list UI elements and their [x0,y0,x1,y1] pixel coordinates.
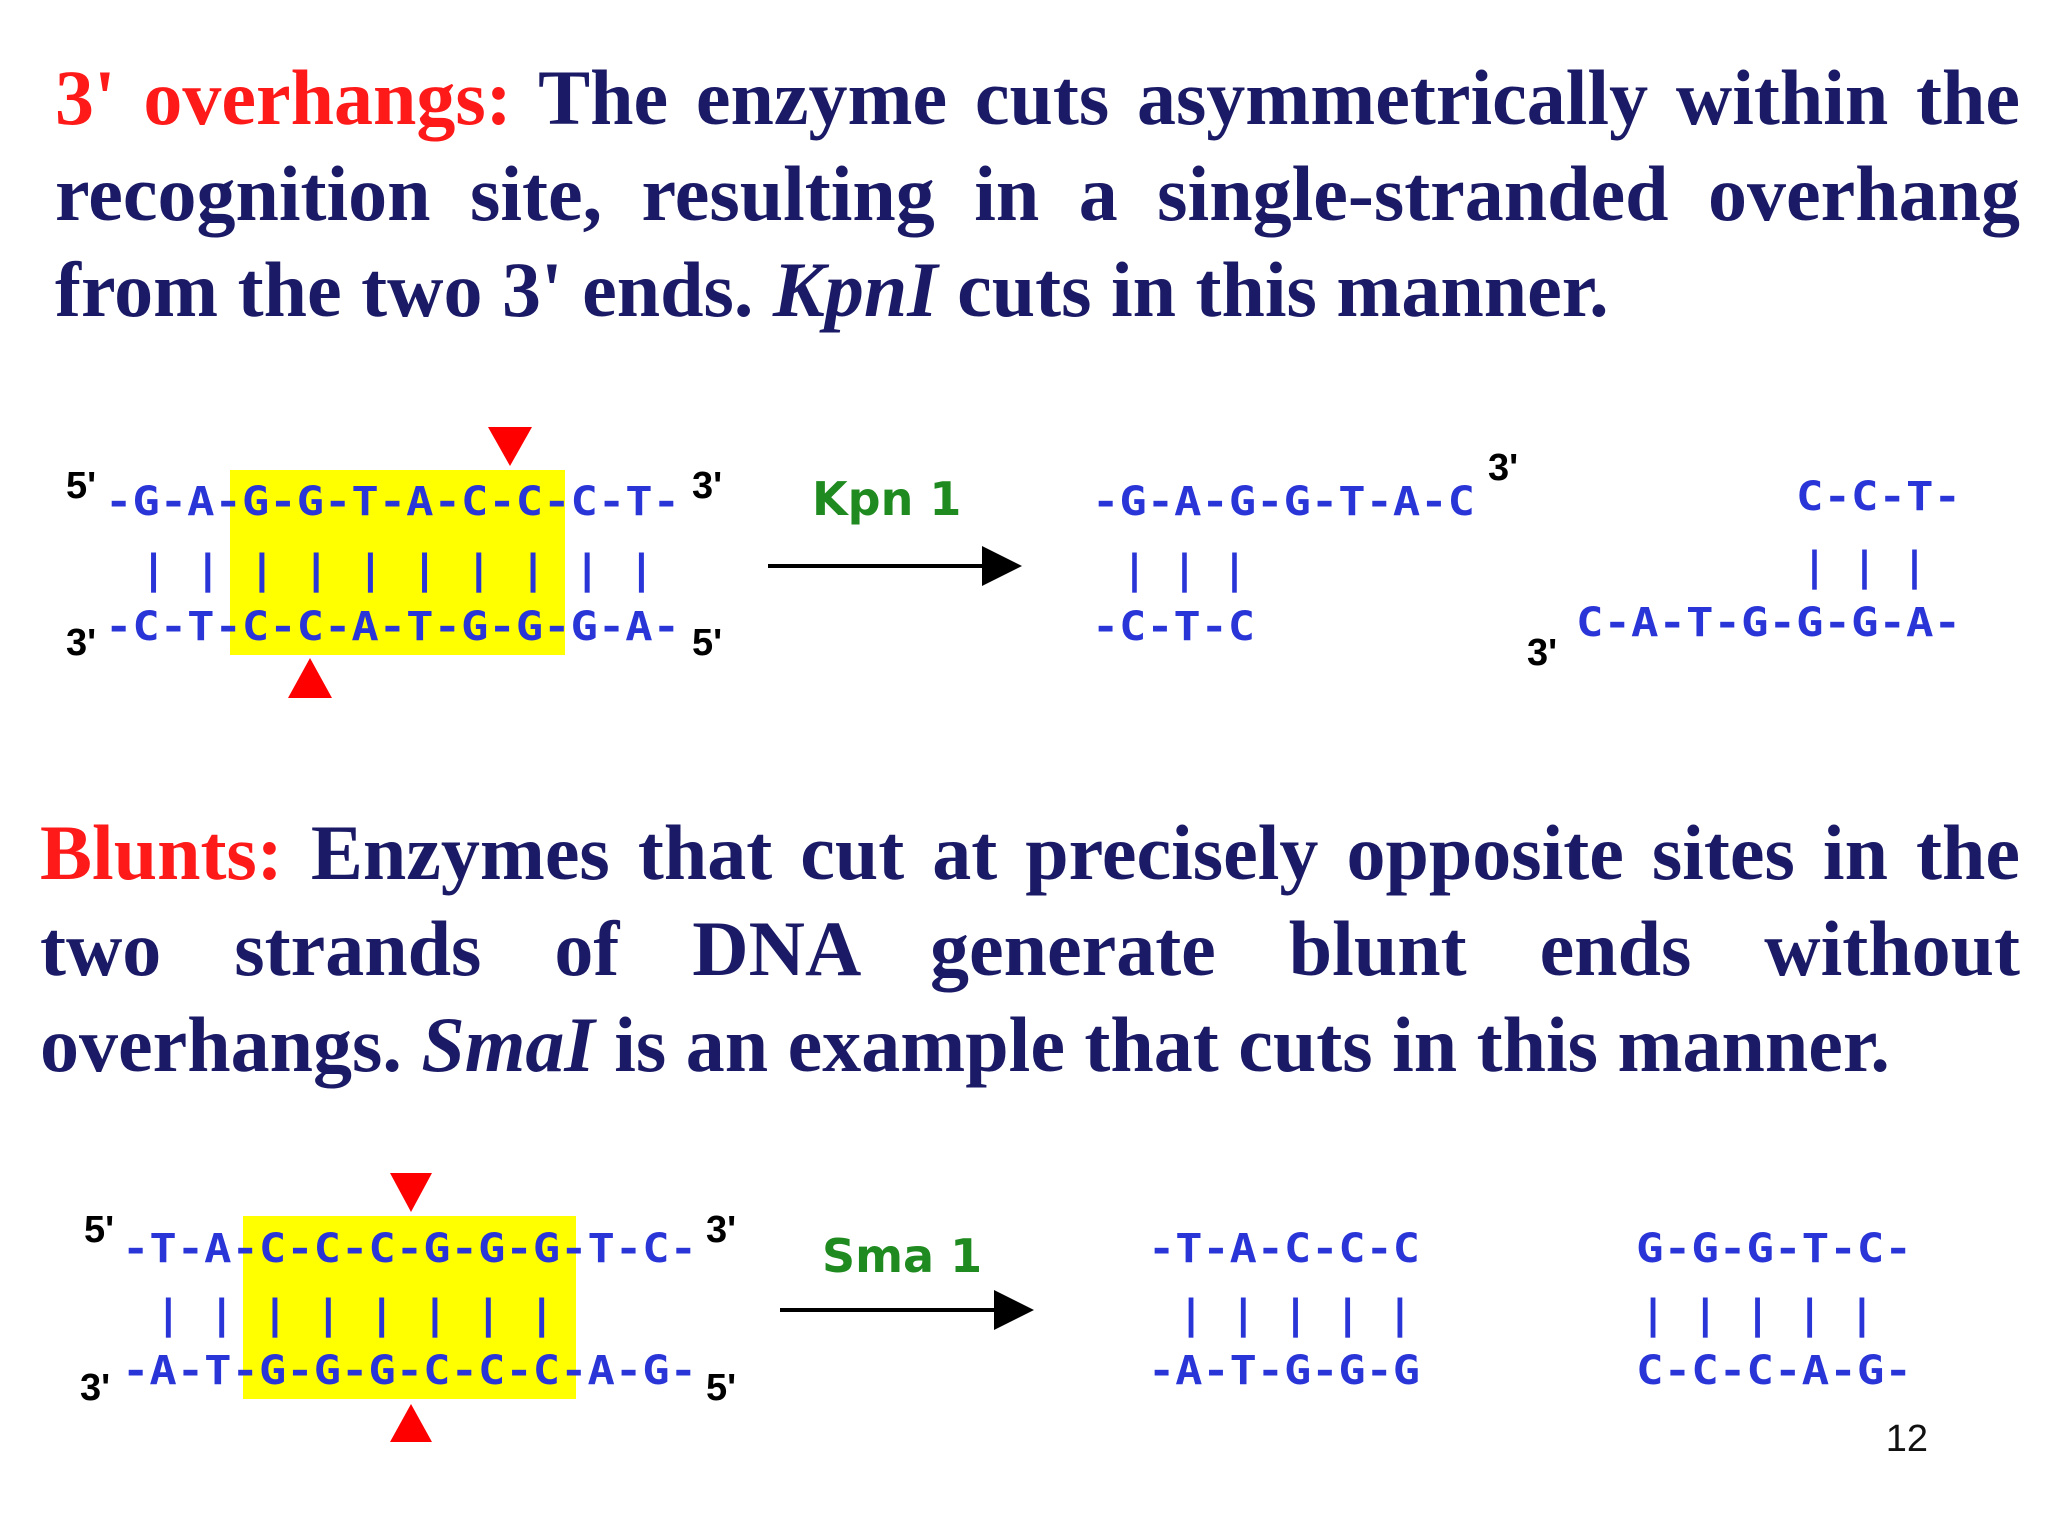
sma-right-fragment-pairs: | | | | | [1640,1292,1875,1339]
kpn-right-fragment-3-label: 3' [1527,632,1557,674]
kpn-bottom-3-label: 3' [66,622,96,664]
kpn-recognition-highlight [230,470,565,655]
kpn-enzyme-name: KpnI [772,246,938,333]
kpn-left-fragment-bottom: -C-T-C [1092,604,1255,650]
kpn-bottom-cut-marker [288,658,332,698]
sma-top-strand: -T-A-C-C-C-G-G-G-T-C- [122,1226,697,1272]
sma-left-fragment-pairs: | | | | | [1178,1292,1413,1339]
kpn-base-pairs: | | | | | | | | | | [140,547,655,594]
sma-bottom-5-label: 5' [706,1367,736,1409]
kpn-top-5-label: 5' [66,465,96,507]
kpn-left-fragment-top: -G-A-G-G-T-A-C [1092,479,1475,525]
sma-right-fragment-bottom: C-C-C-A-G- [1636,1348,1912,1394]
sma-text-after: is an example that cuts in this manner. [594,1001,1890,1088]
sma-left-fragment-top: -T-A-C-C-C [1148,1226,1420,1272]
sma-base-pairs: | | | | | | | | [155,1292,555,1339]
sma-heading: Blunts: [40,809,283,896]
kpn-enzyme-label: Kpn 1 [812,472,961,526]
kpn-left-fragment-3-label: 3' [1488,447,1518,489]
sma-bottom-strand: -A-T-G-G-G-C-C-C-A-G- [122,1348,697,1394]
kpn-diagram: 5' -G-A-G-G-T-A-C-C-C-T- 3' | | | | | | … [66,427,1961,698]
kpn-top-3-label: 3' [692,465,722,507]
kpn-top-strand: -G-A-G-G-T-A-C-C-C-T- [105,479,680,525]
sma-right-fragment-top: G-G-G-T-C- [1636,1226,1912,1272]
kpn-text-after: cuts in this manner. [937,246,1609,333]
kpn-top-cut-marker [488,427,532,466]
sma-recognition-highlight [243,1216,576,1399]
sma-paragraph: Blunts: Enzymes that cut at precisely op… [40,805,2020,1093]
kpn-bottom-5-label: 5' [692,622,722,664]
kpn-heading: 3' overhangs: [55,54,512,141]
sma-bottom-3-label: 3' [80,1367,110,1409]
sma-top-cut-marker [390,1173,432,1212]
sma-top-5-label: 5' [84,1209,114,1251]
page-number: 12 [1885,1418,1928,1460]
sma-enzyme-label: Sma 1 [822,1229,982,1283]
sma-top-3-label: 3' [706,1209,736,1251]
sma-bottom-cut-marker [390,1404,432,1442]
kpn-right-fragment-top: C-C-T- [1796,474,1961,520]
kpn-right-fragment-bottom: C-A-T-G-G-G-A- [1576,600,1961,646]
sma-text-before: Enzymes that cut at precisely opposite s… [40,809,2020,1088]
kpn-paragraph: 3' overhangs: The enzyme cuts asymmetric… [55,50,2020,338]
kpn-text-before: The enzyme cuts asymmetrically within th… [55,54,2020,333]
sma-enzyme-name: SmaI [421,1001,595,1088]
sma-left-fragment-bottom: -A-T-G-G-G [1148,1348,1420,1394]
sma-diagram: 5' -T-A-C-C-C-G-G-G-T-C- 3' | | | | | | … [80,1173,1912,1442]
kpn-left-fragment-pairs: | | | [1122,547,1247,594]
kpn-right-fragment-pairs: | | | [1802,544,1927,591]
kpn-bottom-strand: -C-T-C-C-A-T-G-G-G-A- [105,604,680,650]
